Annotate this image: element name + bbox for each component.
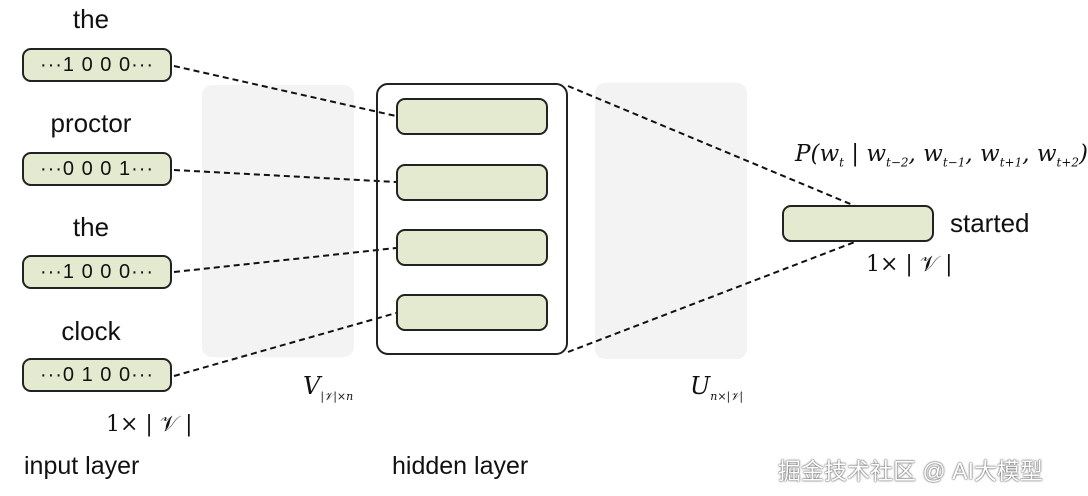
v-subscript: |𝒱|×n <box>320 389 354 403</box>
input-vector-3: ···1 0 0 0··· <box>22 255 172 289</box>
input-word-3: the <box>72 212 110 242</box>
input-word-4: clock <box>61 316 121 346</box>
input-dim-label: 1× | 𝒱 | <box>106 412 193 437</box>
input-word-1: the <box>72 4 110 34</box>
edge-hidden-output-bottom <box>567 239 861 353</box>
output-probability: P(wt | wt−2, wt−1, wt+1, wt+2) <box>795 141 1088 170</box>
u-matrix-label: Un×|𝒱| <box>690 372 743 404</box>
prob-sub-1: t−2 <box>886 155 909 170</box>
v-matrix-shading <box>202 85 354 357</box>
prob-sub-2: t−1 <box>942 155 966 170</box>
prob-c3: , w <box>1022 141 1057 167</box>
input-vector-4: ···0 1 0 0··· <box>22 358 172 392</box>
u-subscript: n×|𝒱| <box>710 389 744 403</box>
u-symbol: U <box>690 372 711 400</box>
hidden-layer-label: hidden layer <box>392 452 529 480</box>
prob-head: P(w <box>795 141 840 167</box>
output-word: started <box>950 208 1030 238</box>
input-vector-2: ···0 0 0 1··· <box>22 152 172 186</box>
output-vector <box>782 205 934 242</box>
hidden-unit-1 <box>396 98 548 135</box>
prob-sub-t: t <box>839 155 844 170</box>
hidden-unit-4 <box>396 294 548 331</box>
v-matrix-label: V|𝒱|×n <box>303 372 353 404</box>
edge-input4-hidden4 <box>173 312 397 377</box>
prob-c2: , w <box>965 141 1000 167</box>
edge-input3-hidden3 <box>173 247 397 273</box>
hidden-unit-3 <box>396 229 548 266</box>
prob-sub-3: t+1 <box>999 155 1023 170</box>
v-symbol: V <box>303 372 321 400</box>
output-dim-label: 1× | 𝒱 | <box>866 252 953 277</box>
prob-end: ) <box>1079 141 1088 167</box>
prob-sub-4: t+2 <box>1056 155 1080 170</box>
input-vector-1: ···1 0 0 0··· <box>22 48 172 82</box>
prob-mid: | w <box>843 141 887 167</box>
input-layer-label: input layer <box>24 452 140 480</box>
watermark: 掘金技术社区 @ AI大模型 <box>778 458 1043 484</box>
hidden-unit-2 <box>396 164 548 201</box>
edge-hidden-output-top <box>567 85 861 209</box>
input-word-2: proctor <box>50 108 132 138</box>
hidden-layer-box <box>376 83 568 355</box>
edge-input2-hidden2 <box>173 169 397 183</box>
edge-input1-hidden1 <box>173 65 397 117</box>
prob-c1: , w <box>908 141 943 167</box>
